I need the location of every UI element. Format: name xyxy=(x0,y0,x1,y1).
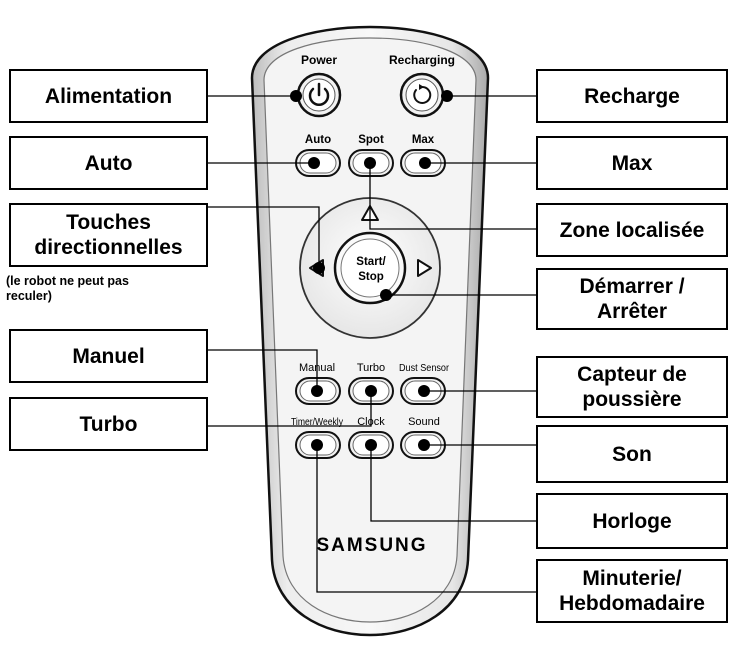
callout-demarrer: Démarrer / Arrêter xyxy=(536,268,728,330)
power-icon xyxy=(308,82,330,106)
callout-horloge-text: Horloge xyxy=(592,509,672,533)
turbo-label: Turbo xyxy=(357,362,385,374)
leader-turbo xyxy=(208,391,372,427)
callout-minuterie: Minuterie/ Hebdomadaire xyxy=(536,559,728,623)
callout-zone-text: Zone localisée xyxy=(559,218,705,242)
callout-turbo: Turbo xyxy=(9,397,208,451)
dust-sensor-label: Dust Sensor xyxy=(399,363,450,374)
timer-weekly-label: Timer/Weekly xyxy=(291,417,343,428)
recharge-icon xyxy=(413,84,432,104)
power-button[interactable] xyxy=(296,72,342,118)
callout-touches-text: Touches directionnelles xyxy=(34,211,183,259)
spot-label: Spot xyxy=(358,134,384,146)
callout-recharge: Recharge xyxy=(536,69,728,123)
callout-touches-note: (le robot ne peut pas reculer) xyxy=(6,274,206,304)
callout-alimentation: Alimentation xyxy=(9,69,208,123)
callout-auto: Auto xyxy=(9,136,208,190)
start-stop-label-1: Start/ xyxy=(356,256,386,268)
start-stop-button[interactable]: Start/ Stop xyxy=(333,231,407,305)
callout-horloge: Horloge xyxy=(536,493,728,549)
recharging-button[interactable] xyxy=(399,72,445,118)
leader-lines xyxy=(208,95,536,593)
leader-directional xyxy=(208,206,320,268)
callout-son-text: Son xyxy=(612,442,652,466)
callout-recharge-text: Recharge xyxy=(584,84,680,108)
callout-auto-text: Auto xyxy=(84,151,133,175)
callout-max: Max xyxy=(536,136,728,190)
callout-demarrer-text: Démarrer / Arrêter xyxy=(579,275,685,323)
auto-label: Auto xyxy=(305,134,331,146)
right-arrow-icon[interactable] xyxy=(417,259,432,277)
leader-spot xyxy=(369,163,536,230)
start-stop-label-2: Stop xyxy=(358,271,384,283)
callout-turbo-text: Turbo xyxy=(79,412,138,436)
callout-minuterie-text: Minuterie/ Hebdomadaire xyxy=(559,567,705,615)
leader-clock xyxy=(370,445,536,522)
callout-touches: Touches directionnelles xyxy=(9,203,208,267)
callout-manuel: Manuel xyxy=(9,329,208,383)
leader-manual xyxy=(208,349,318,391)
callout-manuel-text: Manuel xyxy=(72,344,145,368)
callout-touches-note-text: (le robot ne peut pas reculer) xyxy=(6,274,129,303)
callout-son: Son xyxy=(536,425,728,483)
leader-timer xyxy=(316,445,536,593)
leader-dots xyxy=(290,90,453,451)
power-label: Power xyxy=(301,53,337,67)
recharging-label: Recharging xyxy=(389,53,455,67)
sound-label: Sound xyxy=(408,416,440,428)
callout-capteur-text: Capteur de poussière xyxy=(577,363,687,411)
callout-zone: Zone localisée xyxy=(536,203,728,257)
callout-max-text: Max xyxy=(611,151,653,175)
callout-alimentation-text: Alimentation xyxy=(44,84,173,108)
callout-capteur: Capteur de poussière xyxy=(536,356,728,418)
brand-logo: SAMSUNG xyxy=(316,535,427,556)
max-label: Max xyxy=(412,134,435,146)
